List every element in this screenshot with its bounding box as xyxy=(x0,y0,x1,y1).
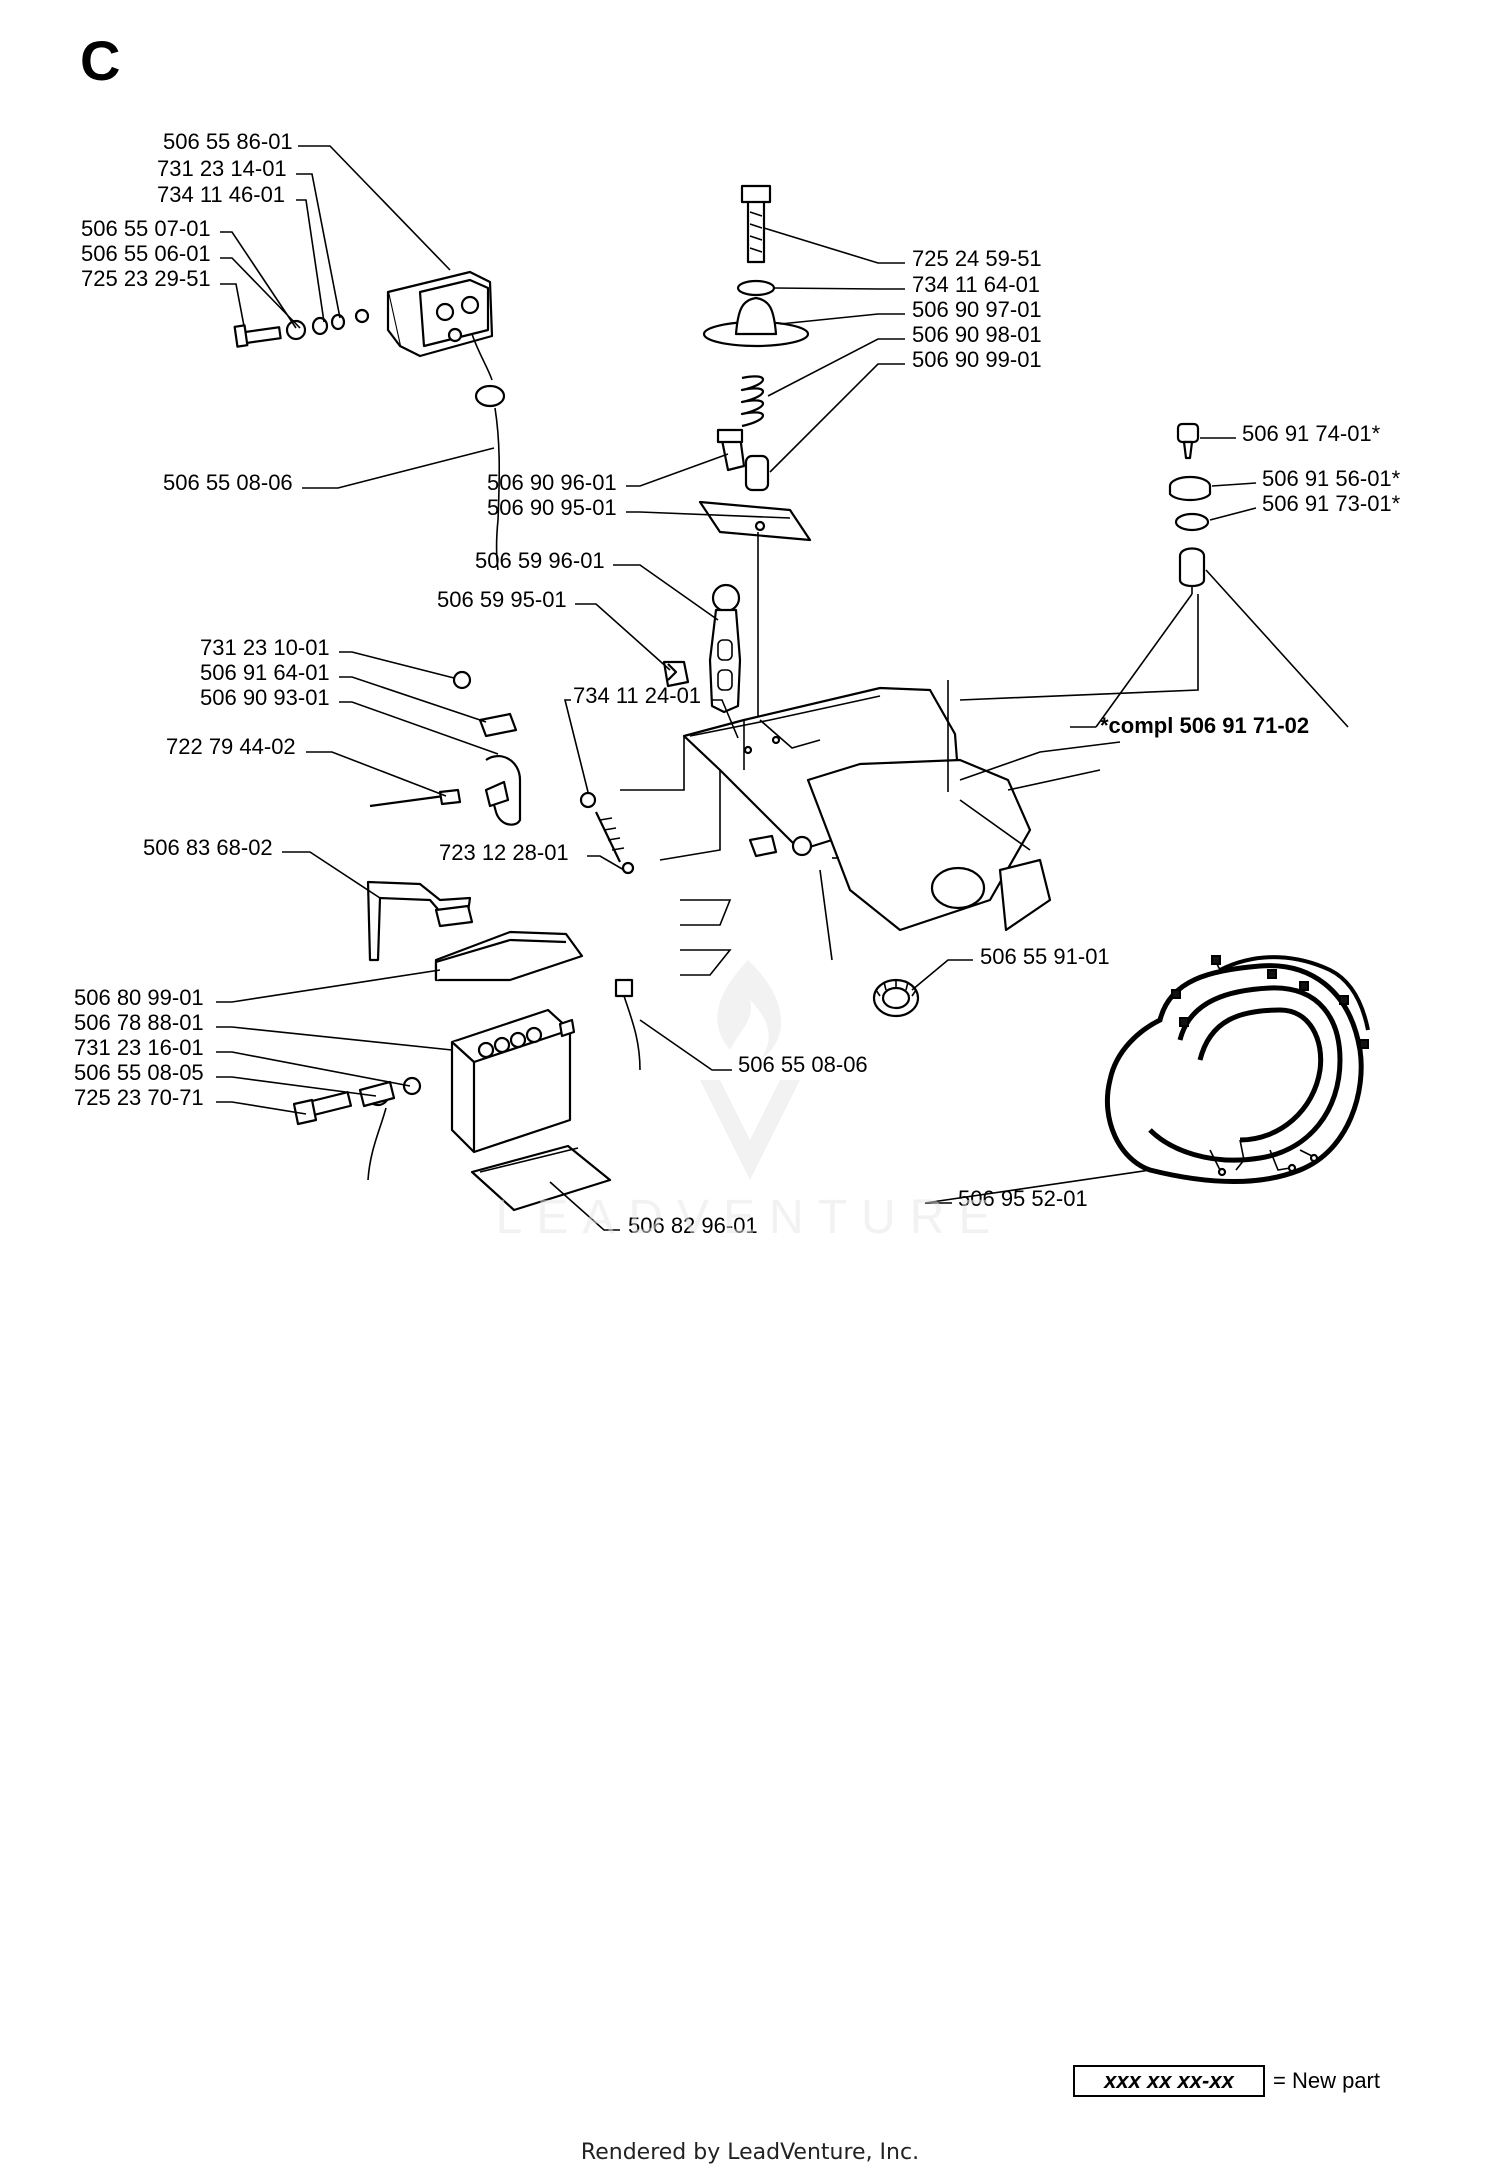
callout-506-55-08-06-b: 506 55 08-06 xyxy=(738,1052,868,1077)
callout-506-90-99-01: 506 90 99-01 xyxy=(912,347,1042,372)
callout-734-11-46-01: 734 11 46-01 xyxy=(157,182,285,207)
callout-506-55-08-06-a: 506 55 08-06 xyxy=(163,470,293,495)
callout-compl-506-91-71-02: *compl 506 91 71-02 xyxy=(1100,713,1309,738)
ignition-switch xyxy=(1168,422,1212,594)
solenoid-assembly xyxy=(386,270,506,571)
callout-731-23-16-01: 731 23 16-01 xyxy=(74,1035,204,1060)
callout-725-23-29-51: 725 23 29-51 xyxy=(81,266,211,291)
callout-506-91-73-01: 506 91 73-01* xyxy=(1262,491,1401,516)
callout-506-83-68-02: 506 83 68-02 xyxy=(143,835,273,860)
callout-506-55-07-01: 506 55 07-01 xyxy=(81,216,211,241)
callout-723-12-28-01: 723 12 28-01 xyxy=(439,840,569,865)
callout-506-80-99-01: 506 80 99-01 xyxy=(74,985,204,1010)
footer-credit: Rendered by LeadVenture, Inc. xyxy=(580,2140,920,2165)
callout-722-79-44-02: 722 79 44-02 xyxy=(166,734,296,759)
callout-506-55-91-01: 506 55 91-01 xyxy=(980,944,1110,969)
callout-506-90-93-01: 506 90 93-01 xyxy=(200,685,330,710)
callout-506-55-86-01: 506 55 86-01 xyxy=(163,129,293,154)
callout-506-91-56-01: 506 91 56-01* xyxy=(1262,466,1401,491)
callout-506-82-96-01: 506 82 96-01 xyxy=(628,1213,758,1238)
grommet xyxy=(872,978,920,1018)
legend-meaning: = New part xyxy=(1273,2068,1380,2093)
speed-lever xyxy=(662,583,742,714)
callout-725-24-59-51: 725 24 59-51 xyxy=(912,246,1042,271)
callout-506-90-95-01: 506 90 95-01 xyxy=(487,495,617,520)
callout-506-59-96-01: 506 59 96-01 xyxy=(475,548,605,573)
legend: xxx xx xx-xx = New part xyxy=(1073,2064,1413,2098)
callout-506-59-95-01: 506 59 95-01 xyxy=(437,587,567,612)
callout-734-11-24-01: 734 11 24-01 xyxy=(573,683,701,708)
section-label: C xyxy=(80,29,120,92)
callout-506-55-06-01: 506 55 06-01 xyxy=(81,241,211,266)
throttle-assembly xyxy=(698,184,812,720)
callout-506-90-98-01: 506 90 98-01 xyxy=(912,322,1042,347)
callout-506-95-52-01: 506 95 52-01 xyxy=(958,1186,1088,1211)
dashboard-frame xyxy=(620,680,1121,976)
callout-731-23-14-01: 731 23 14-01 xyxy=(157,156,287,181)
callout-506-90-97-01: 506 90 97-01 xyxy=(912,297,1042,322)
battery-assembly xyxy=(292,880,641,1212)
watermark-logo xyxy=(700,960,800,1180)
solenoid-hardware xyxy=(233,308,370,348)
callout-506-91-74-01: 506 91 74-01* xyxy=(1242,421,1381,446)
callout-506-90-96-01: 506 90 96-01 xyxy=(487,470,617,495)
callout-725-23-70-71: 725 23 70-71 xyxy=(74,1085,204,1110)
callout-506-55-08-05: 506 55 08-05 xyxy=(74,1060,204,1085)
leader-lines xyxy=(216,145,1349,1231)
callout-506-78-88-01: 506 78 88-01 xyxy=(74,1010,204,1035)
legend-sample: xxx xx xx-xx xyxy=(1073,2065,1265,2097)
callout-731-23-10-01: 731 23 10-01 xyxy=(200,635,330,660)
callout-734-11-64-01: 734 11 64-01 xyxy=(912,272,1040,297)
wiring-clips xyxy=(369,670,635,875)
watermark-text: LEADVENTURE xyxy=(495,1191,1005,1244)
callout-506-91-64-01: 506 91 64-01 xyxy=(200,660,330,685)
wiring-harness xyxy=(1104,955,1370,1184)
